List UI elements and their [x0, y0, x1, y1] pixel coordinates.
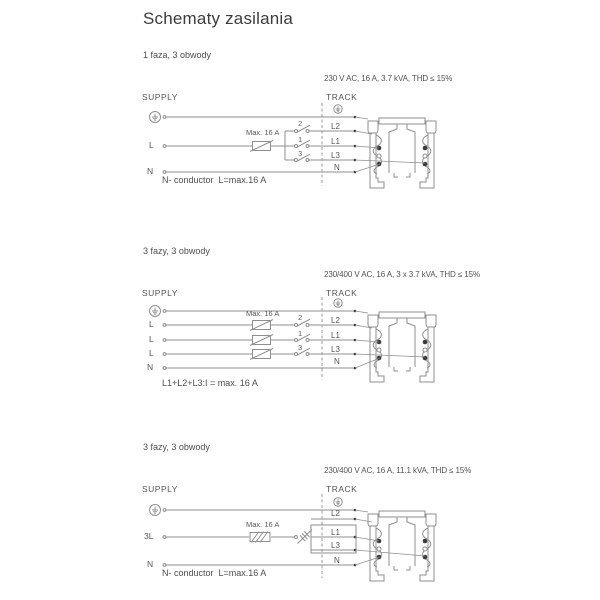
- phase-label: L: [149, 348, 154, 358]
- switch-number: 2: [298, 313, 303, 322]
- switch-symbol: [294, 347, 311, 356]
- switch-symbol: [294, 318, 311, 327]
- switch-symbol: [294, 124, 311, 133]
- ground-icon: [149, 111, 161, 123]
- supply-label: SUPPLY: [142, 92, 178, 102]
- fuse-rating-label: Max. 16 A: [246, 309, 280, 318]
- phase-label: L: [149, 319, 154, 329]
- fuse-rating-label: Max. 16 A: [246, 520, 280, 529]
- track-label: TRACK: [326, 288, 358, 298]
- ground-icon: [149, 504, 161, 516]
- switch-symbol: [294, 153, 311, 162]
- supply-label: SUPPLY: [142, 288, 178, 298]
- phase-label: L: [149, 140, 154, 150]
- phase-label: L: [149, 334, 154, 344]
- track-line-label: N: [334, 163, 340, 172]
- wiring-diagram-3: [149, 494, 437, 582]
- track-line-label: L1: [331, 528, 340, 537]
- diagram1-note: N- conductor L=max.16 A: [162, 175, 267, 185]
- fuse-rating-label: Max. 16 A: [246, 128, 280, 137]
- diagram2-note: L1+L2+L3:I = max. 16 A: [162, 378, 258, 388]
- switch-number: 3: [298, 149, 303, 158]
- switch-number: 1: [298, 329, 303, 338]
- diagram2-spec: 230/400 V AC, 16 A, 3 x 3.7 kVA, THD ≤ 1…: [324, 270, 480, 279]
- circuit-junction-box: [311, 525, 356, 553]
- track-profile: [367, 510, 437, 582]
- fuse-symbol: [249, 531, 271, 543]
- track-ground-icon: [333, 497, 343, 507]
- track-line-label: L3: [331, 151, 340, 160]
- switch-symbol: [294, 139, 311, 148]
- track-label: TRACK: [326, 92, 358, 102]
- track-profile: [367, 117, 437, 189]
- switch-number: 1: [298, 135, 303, 144]
- track-line-label: L2: [331, 509, 340, 518]
- diagram3-note: N- conductor L=max.16 A: [162, 568, 267, 578]
- diagram2-subtitle: 3 fazy, 3 obwody: [143, 246, 210, 256]
- track-line-label: N: [334, 357, 340, 366]
- ground-icon: [149, 305, 161, 317]
- fuse-symbol: [249, 348, 274, 360]
- fuse-symbol: [249, 140, 274, 152]
- neutral-label: N: [147, 166, 154, 176]
- track-line-label: L2: [331, 316, 340, 325]
- phase-label: 3L: [144, 531, 154, 541]
- track-line-label: L3: [331, 541, 340, 550]
- diagram1-subtitle: 1 faza, 3 obwody: [143, 50, 212, 60]
- track-line-label: L1: [331, 137, 340, 146]
- wiring-diagram-2: [149, 297, 437, 383]
- fuse-symbol: [249, 319, 274, 331]
- neutral-label: N: [147, 559, 154, 569]
- neutral-label: N: [147, 362, 154, 372]
- fuse-symbol: [249, 334, 274, 346]
- track-ground-icon: [333, 104, 343, 114]
- page-title: Schematy zasilania: [143, 9, 294, 28]
- switch-symbol: [294, 333, 311, 342]
- track-profile: [367, 311, 437, 383]
- track-line-label: L3: [331, 345, 340, 354]
- diagram3-subtitle: 3 fazy, 3 obwody: [143, 442, 210, 452]
- supply-label: SUPPLY: [142, 484, 178, 494]
- track-label: TRACK: [326, 484, 358, 494]
- track-ground-icon: [333, 298, 343, 308]
- track-line-label: L1: [331, 331, 340, 340]
- wiring-diagram-1: [149, 103, 437, 189]
- switch-number: 2: [298, 119, 303, 128]
- switch-symbol: [295, 530, 313, 544]
- track-line-label: L2: [331, 122, 340, 131]
- diagram1-spec: 230 V AC, 16 A, 3.7 kVA, THD ≤ 15%: [324, 74, 453, 83]
- track-line-label: N: [334, 556, 340, 565]
- diagram3-spec: 230/400 V AC, 16 A, 11.1 kVA, THD ≤ 15%: [324, 466, 472, 475]
- switch-number: 3: [298, 343, 303, 352]
